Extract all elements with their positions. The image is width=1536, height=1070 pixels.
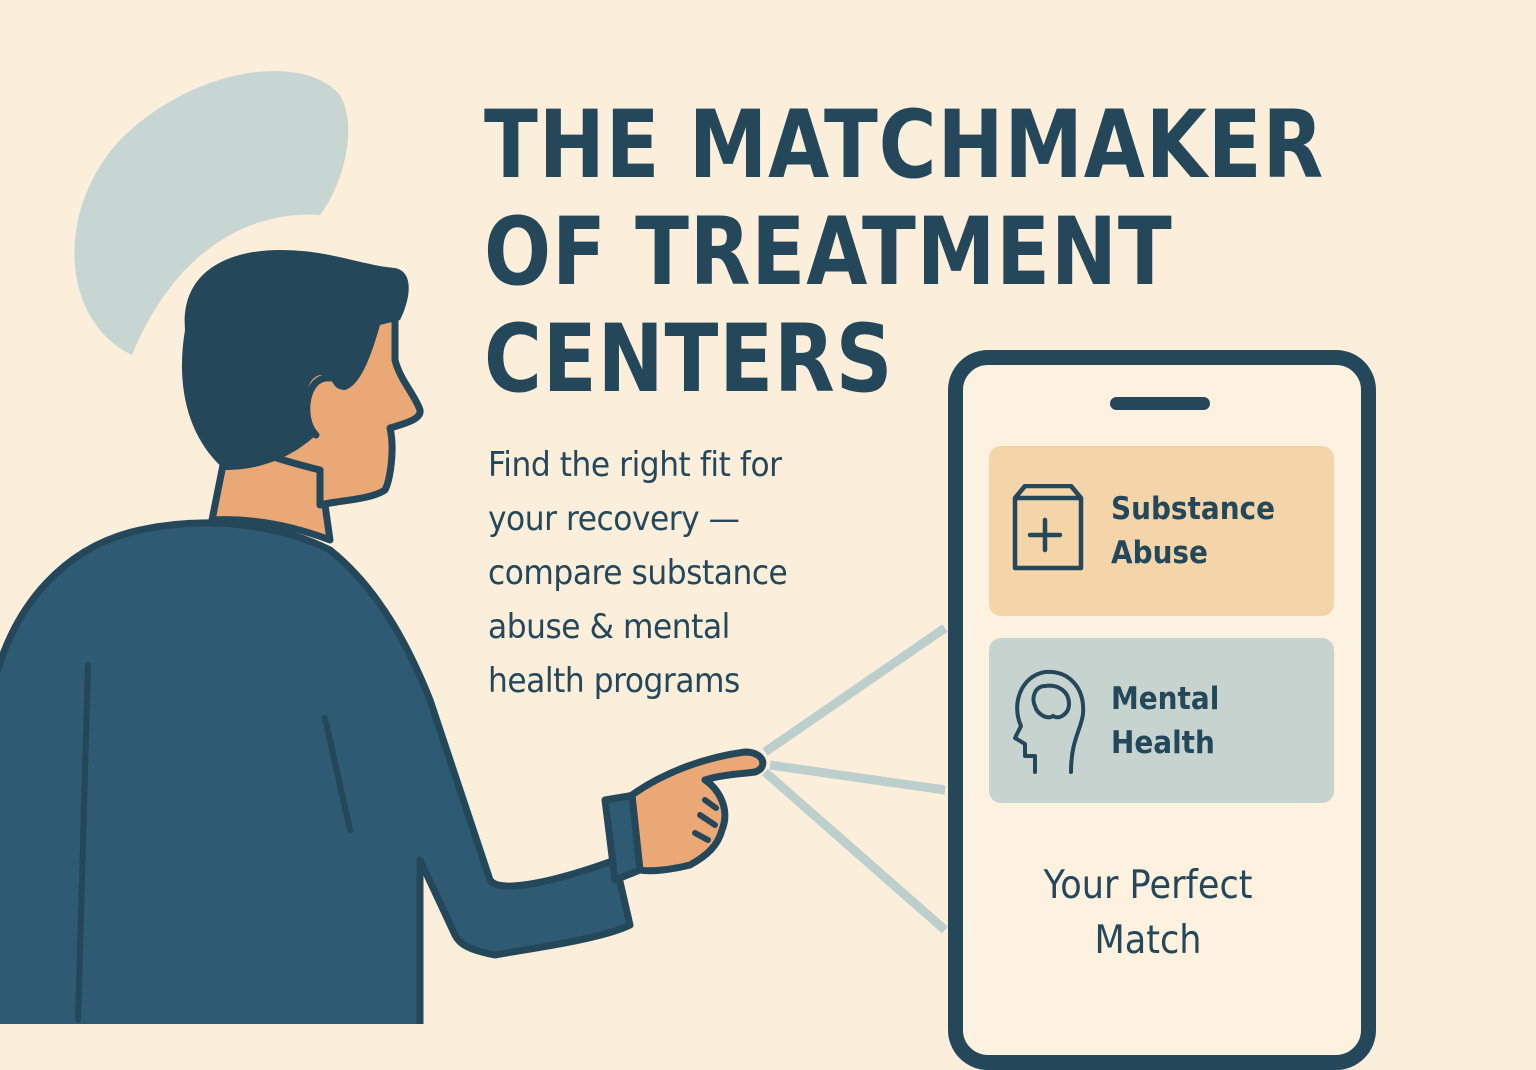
sweater-fold xyxy=(322,715,353,833)
perfect-match-text: Your Perfect Match xyxy=(1043,863,1253,963)
subtitle-line: abuse & mental xyxy=(488,607,730,647)
pointer-rays xyxy=(762,624,948,934)
phone-speaker xyxy=(1110,397,1210,410)
mental-health-card[interactable]: Mental Health xyxy=(989,638,1334,803)
title-line: CENTERS xyxy=(484,305,894,414)
head-brain-icon xyxy=(1007,664,1087,778)
subtitle-line: Find the right fit for xyxy=(488,445,782,485)
subtitle-line: compare substance xyxy=(488,553,788,593)
finger-lines xyxy=(692,797,719,843)
substance-abuse-card[interactable]: Substance Abuse xyxy=(989,446,1334,616)
title-line: OF TREATMENT xyxy=(484,198,1173,307)
person-pointing-illustration xyxy=(0,70,948,1024)
hair xyxy=(181,250,409,470)
sweater xyxy=(0,519,634,1024)
halo-shape xyxy=(74,70,349,356)
card-label: Substance Abuse xyxy=(1111,491,1276,571)
ear xyxy=(303,374,334,439)
pointing-hand xyxy=(628,748,767,875)
medical-box-plus-icon xyxy=(1007,483,1087,578)
title-line: THE MATCHMAKER xyxy=(484,91,1325,200)
page-title: THE MATCHMAKER OF TREATMENT CENTERS xyxy=(484,92,1484,413)
sweater-fold-2 xyxy=(75,662,91,1023)
subtitle-line: your recovery — xyxy=(488,499,740,539)
subtitle: Find the right fit for your recovery — c… xyxy=(488,438,888,708)
subtitle-line: health programs xyxy=(488,661,740,701)
card-label: Mental Health xyxy=(1111,680,1220,761)
